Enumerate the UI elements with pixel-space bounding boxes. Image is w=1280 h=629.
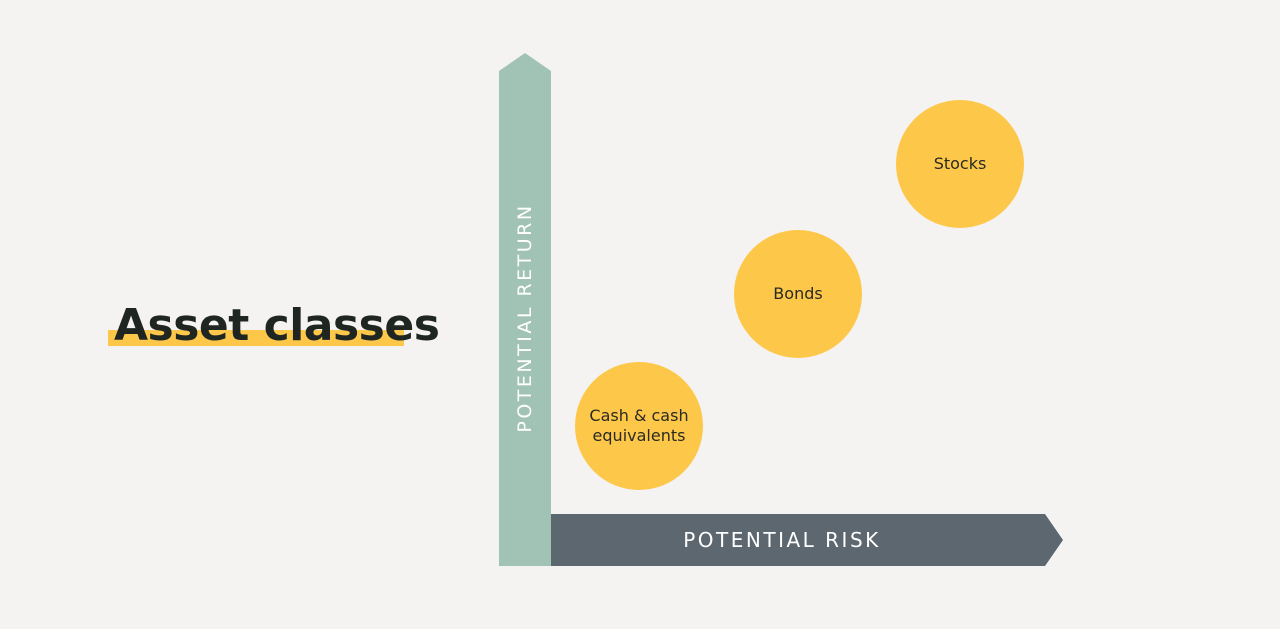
y-axis-arrow xyxy=(499,53,551,566)
bubble-label: Bonds xyxy=(773,284,823,303)
bubble-label: Stocks xyxy=(933,154,987,173)
y-axis-label: POTENTIAL RETURN xyxy=(514,203,536,433)
x-axis-label: POTENTIAL RISK xyxy=(683,528,881,552)
bubble-cash: Cash & cash equivalents xyxy=(575,362,703,490)
bubble-stocks: Stocks xyxy=(896,100,1024,228)
title-highlight xyxy=(108,330,404,346)
bubble-bonds: Bonds xyxy=(734,230,862,358)
x-axis-arrow xyxy=(551,514,1063,566)
bubble-label: Cash & cash equivalents xyxy=(589,406,689,445)
page-title: Asset classes xyxy=(114,300,440,351)
title-block: Asset classes xyxy=(108,300,440,352)
